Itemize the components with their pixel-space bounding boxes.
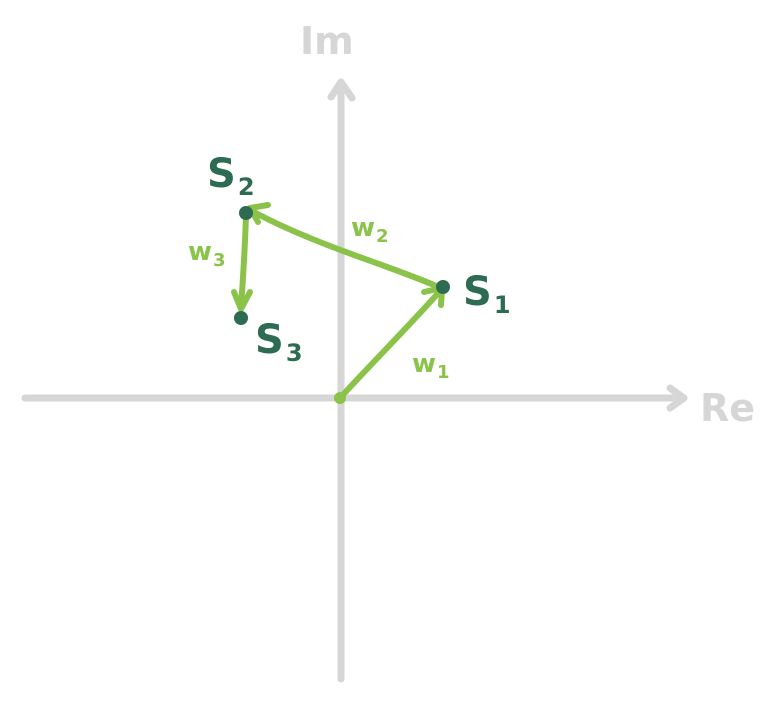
point-s1-dot — [436, 280, 450, 294]
imaginary-axis-label: Im — [300, 19, 354, 63]
origin-dot — [334, 392, 346, 404]
vector-w3-line — [238, 213, 249, 310]
point-labels: S1 S2 S3 — [207, 151, 511, 367]
vector-w2-line — [247, 207, 444, 291]
point-s3-label: S3 — [255, 317, 303, 367]
vector-w3 — [231, 213, 253, 312]
vector-w1-label: w1 — [412, 349, 450, 383]
real-axis-arrowhead — [666, 384, 688, 412]
point-s1-label: S1 — [463, 269, 511, 319]
point-s2-label: S2 — [207, 151, 255, 201]
real-axis-label: Re — [700, 386, 755, 430]
axes: Im Re — [21, 19, 755, 683]
point-s2-dot — [239, 206, 253, 220]
vector-w2 — [247, 202, 444, 291]
vector-w3-label: w3 — [188, 237, 226, 271]
vector-labels: w1 w2 w3 — [188, 213, 450, 383]
vector-w1 — [334, 285, 445, 404]
points — [234, 206, 450, 325]
vector-w1-line — [337, 288, 443, 401]
vectors — [231, 202, 445, 404]
vector-w2-label: w2 — [351, 213, 389, 247]
imaginary-axis-arrowhead — [327, 78, 356, 102]
vector-w3-arrowhead — [231, 289, 253, 312]
point-s3-dot — [234, 311, 248, 325]
